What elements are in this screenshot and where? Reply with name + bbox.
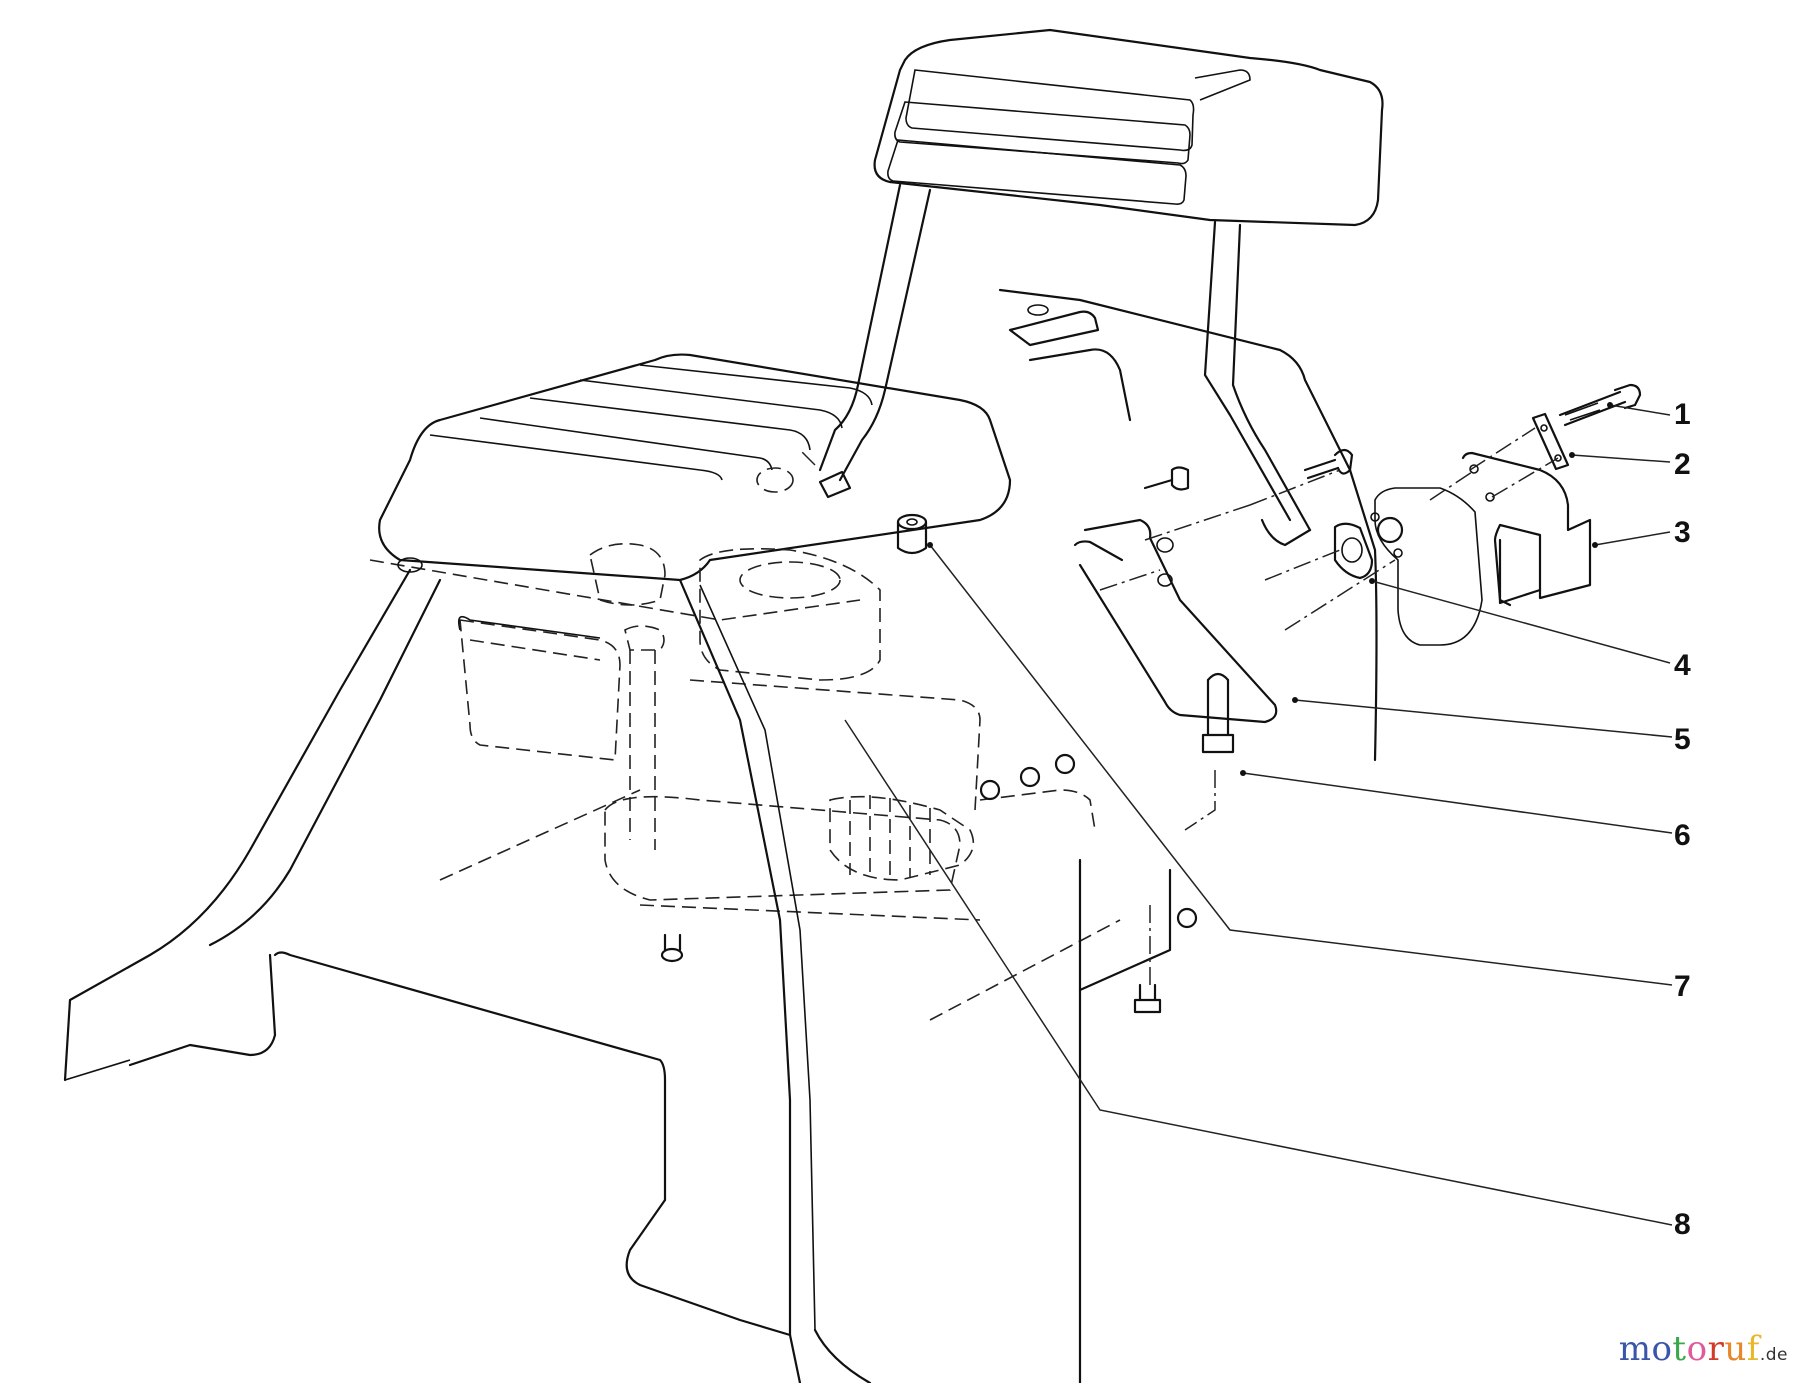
- seat-back: [818, 28, 1384, 547]
- callout-7: 7: [1674, 970, 1691, 1003]
- assembly-lines: [1099, 427, 1559, 985]
- part-2-retaining-plate: [1531, 412, 1570, 471]
- part-7-spacer: [896, 513, 928, 555]
- callout-5: 5: [1674, 723, 1691, 756]
- callout-1: 1: [1674, 398, 1691, 431]
- engine: [439, 542, 1121, 1021]
- watermark-letter: u: [1724, 1329, 1747, 1369]
- watermark-letter: o: [1651, 1329, 1673, 1369]
- leader-lines: [844, 402, 1673, 1226]
- watermark-letter: f: [1746, 1329, 1760, 1369]
- mounting-bolts: [1133, 466, 1235, 1014]
- engine-hood: [369, 353, 1012, 621]
- callout-3: 3: [1674, 516, 1691, 549]
- part-5-bracket: [1073, 518, 1278, 724]
- muffler: [1370, 487, 1483, 646]
- watermark-tld: .de: [1759, 1345, 1788, 1365]
- watermark-letter: t: [1672, 1329, 1687, 1369]
- part-3-muffler-guard: [1461, 451, 1592, 607]
- seat-bolt: [1303, 448, 1354, 480]
- watermark-letter: m: [1618, 1329, 1652, 1369]
- callout-4: 4: [1674, 649, 1691, 682]
- part-4-gasket: [1333, 522, 1374, 580]
- right-fender: [678, 578, 1172, 1383]
- callout-6: 6: [1674, 819, 1691, 852]
- left-fender: [63, 568, 802, 1383]
- watermark-letter: r: [1707, 1329, 1725, 1369]
- part-1-bolt: [1558, 383, 1642, 427]
- motoruf-watermark: motoruf.de: [1619, 1329, 1788, 1369]
- callout-8: 8: [1674, 1208, 1691, 1241]
- watermark-letter: o: [1686, 1329, 1708, 1369]
- rear-fender-body: [998, 288, 1378, 762]
- callout-2: 2: [1674, 448, 1691, 481]
- flex-hose: [829, 753, 1096, 881]
- hood-fastener: [756, 449, 852, 499]
